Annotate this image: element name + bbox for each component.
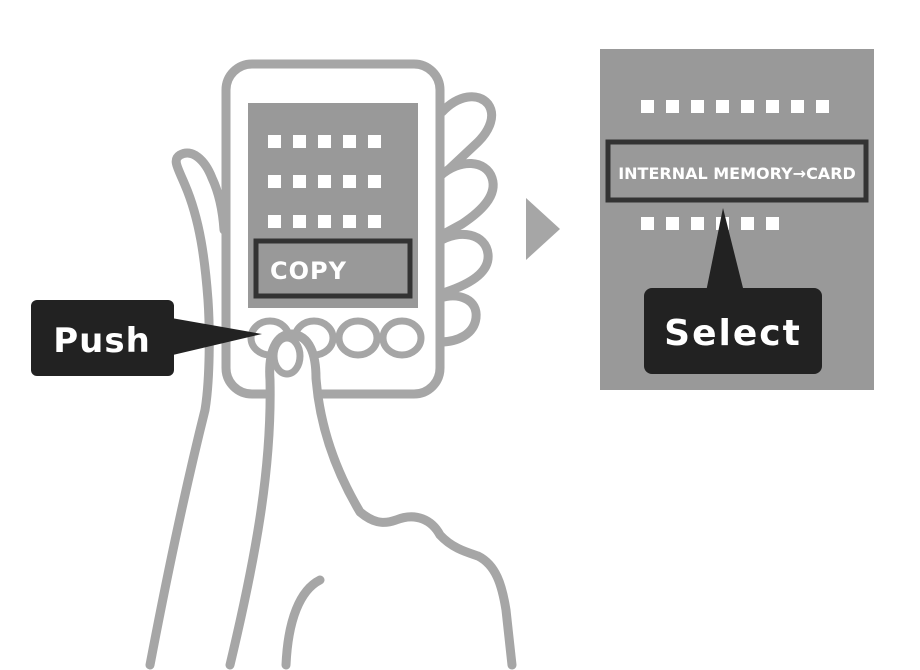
push-callout-pointer [160,316,262,358]
left-hand [145,92,498,670]
screen-placeholder-rows [268,135,381,228]
push-callout-box [31,300,174,376]
select-callout: Select [644,208,822,374]
zoomed-top-dots [641,100,829,113]
pressing-hand [225,329,517,670]
zoomed-screen: INTERNAL MEMORY→CARD Select [600,49,874,390]
placeholder-row [268,135,381,148]
right-triangle-arrow-icon [526,198,560,260]
copy-menu-item-frame[interactable] [253,238,413,299]
placeholder-row [268,215,381,228]
memory-to-card-option-label: INTERNAL MEMORY→CARD [618,164,856,183]
placeholder-row [268,175,381,188]
select-callout-label: Select [664,313,802,354]
copy-menu-item-label: COPY [270,257,347,285]
select-callout-box [644,288,822,374]
fingertip-nail [270,334,304,378]
push-callout-label: Push [53,321,151,361]
phone-device: COPY [221,59,445,399]
select-callout-pointer [706,208,744,292]
hardware-button-3[interactable] [335,317,381,359]
push-callout: Push [31,300,262,376]
hardware-button-4[interactable] [379,317,425,359]
memory-to-card-option-frame[interactable] [605,139,869,203]
